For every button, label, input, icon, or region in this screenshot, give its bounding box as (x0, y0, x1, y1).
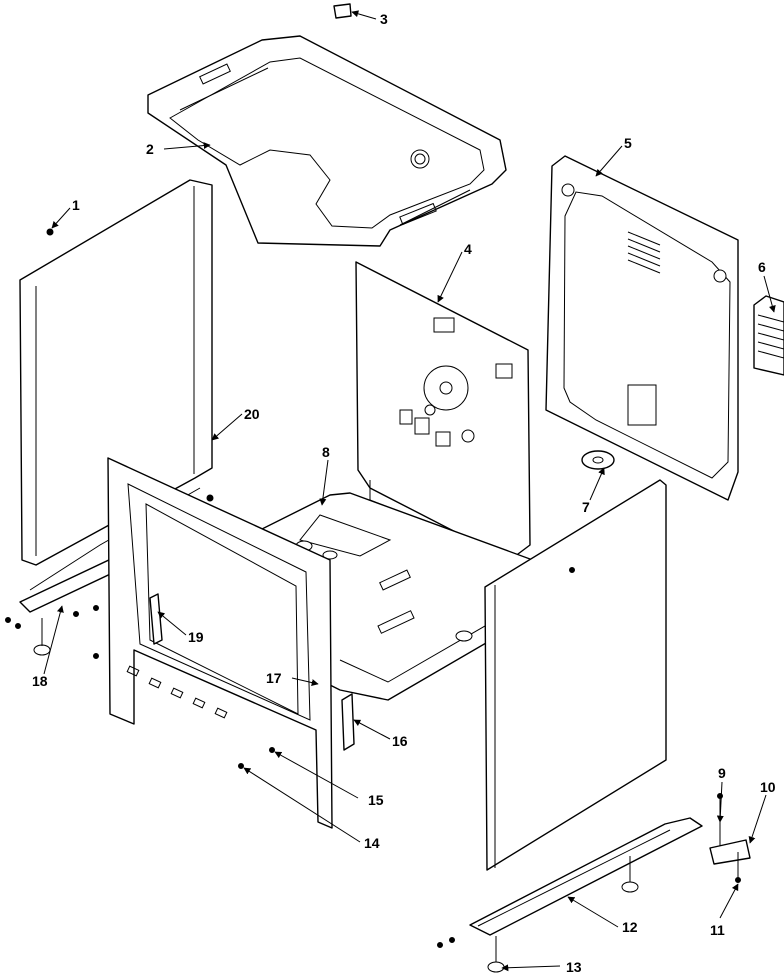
callout-7: 7 (582, 499, 590, 515)
leader-11 (719, 883, 739, 919)
callout-20: 20 (244, 406, 260, 422)
callout-5: 5 (624, 135, 632, 151)
right-side-panel (484, 479, 667, 871)
leader-13 (501, 964, 561, 972)
part-19-bracket (149, 593, 163, 645)
leader-5 (595, 145, 623, 177)
leader-14 (243, 767, 361, 843)
leader-7 (589, 467, 605, 501)
callout-13: 13 (566, 959, 582, 975)
leader-20 (211, 413, 243, 441)
callout-17: 17 (266, 670, 282, 686)
part-17-front-frame (107, 457, 333, 829)
leader-6 (763, 275, 776, 313)
callout-3: 3 (380, 11, 388, 27)
part-4-inner-panel (355, 261, 531, 561)
screws (5, 494, 575, 948)
leader-19 (157, 611, 187, 636)
part-6-vent-grille (753, 295, 784, 376)
callout-15: 15 (368, 792, 384, 808)
part-13-leveling-leg (487, 936, 505, 973)
leader-16 (353, 719, 391, 740)
part-15-screw (269, 747, 275, 753)
part-3-clip (333, 3, 352, 19)
callout-9: 9 (718, 765, 726, 781)
callout-labels: 1 2 3 4 5 6 7 8 9 10 11 12 13 14 15 16 1… (32, 11, 776, 975)
callout-4: 4 (464, 241, 472, 257)
callout-2: 2 (146, 141, 154, 157)
callout-16: 16 (392, 733, 408, 749)
part-11-screw (735, 852, 741, 883)
callout-8: 8 (322, 444, 330, 460)
leader-17 (291, 677, 319, 686)
leader-2 (163, 142, 211, 150)
leader-1 (51, 207, 71, 229)
callout-11: 11 (710, 922, 725, 938)
leader-10 (748, 794, 767, 844)
part-16-bracket (341, 693, 355, 751)
leader-12 (567, 896, 619, 928)
callout-19: 19 (188, 629, 204, 645)
callout-10: 10 (760, 779, 776, 795)
part-5-rear-panel (545, 155, 739, 501)
part-14-screw (238, 763, 244, 769)
leader-3 (351, 10, 377, 20)
part-2-top-panel (147, 35, 507, 247)
leader-18 (43, 605, 64, 675)
leader-lines (43, 10, 776, 972)
callout-14: 14 (364, 835, 380, 851)
leader-8 (319, 459, 329, 506)
leader-9 (716, 781, 724, 823)
callout-18: 18 (32, 673, 48, 689)
callout-12: 12 (622, 919, 638, 935)
part-10-side-bracket (709, 839, 751, 865)
leader-4 (437, 251, 463, 303)
callout-1: 1 (72, 197, 80, 213)
part-12-bottom-rail (469, 817, 703, 936)
part-1-screw (46, 228, 54, 236)
leader-15 (274, 751, 359, 799)
callout-6: 6 (758, 259, 766, 275)
part-7-grommet (581, 450, 615, 470)
